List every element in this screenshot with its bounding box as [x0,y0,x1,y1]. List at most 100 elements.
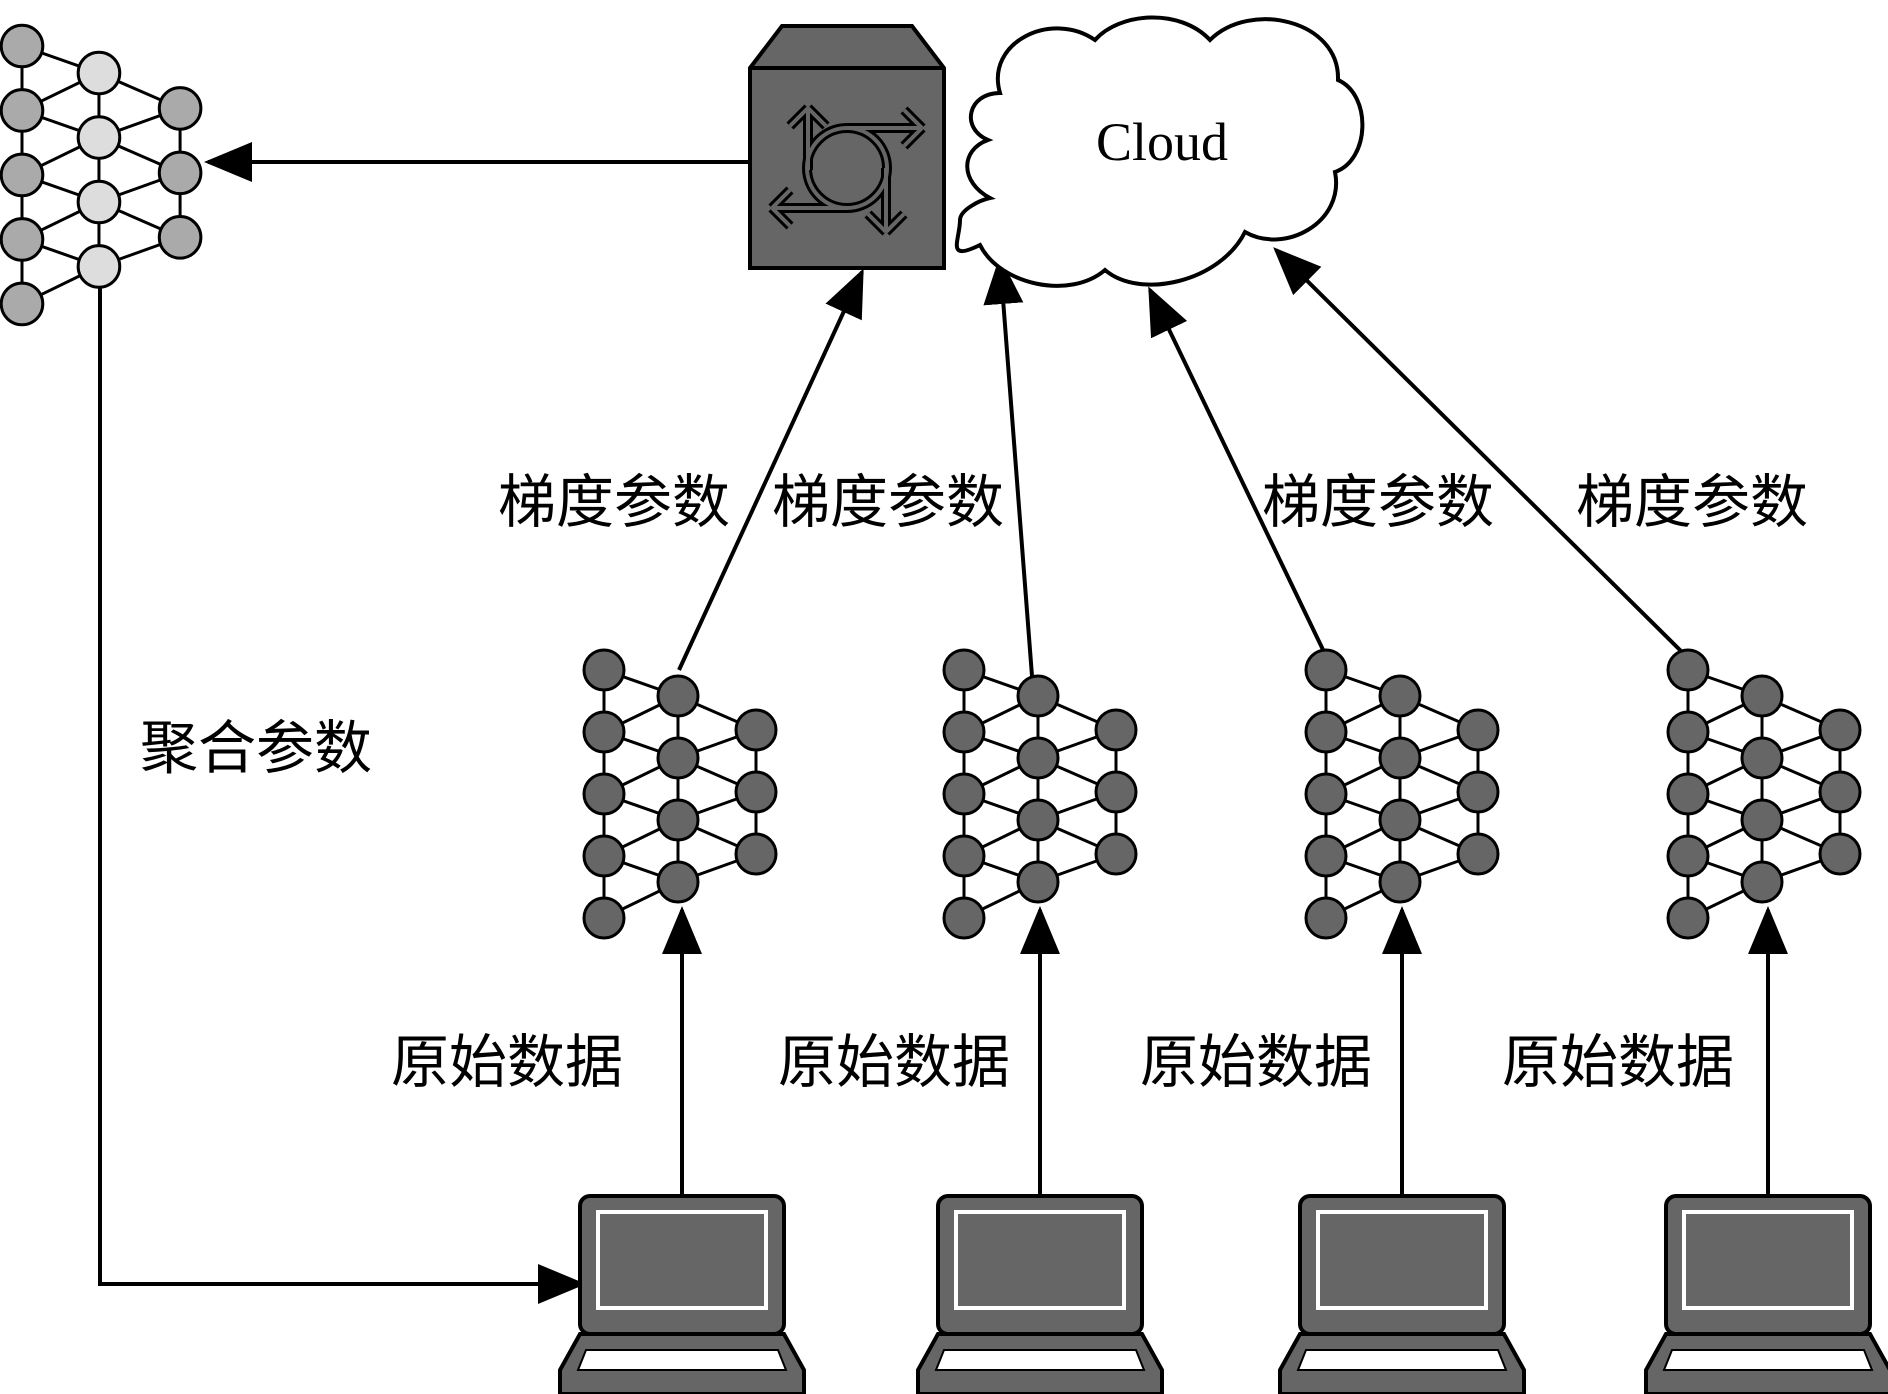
laptop-keyboard [1662,1349,1874,1371]
laptops [558,1194,1888,1394]
laptop-screen [954,1210,1126,1310]
network-node [1304,710,1348,754]
gradient-arrow-1 [677,268,864,671]
network-node [1740,860,1784,904]
laptop-keyboard [576,1349,788,1371]
router-icon [748,24,946,270]
network-node [582,896,626,940]
network-node [582,648,626,692]
labels: 梯度参数 梯度参数 梯度参数 梯度参数 原始数据 原始数据 原始数据 原始数据 … [140,468,1808,1096]
network-node [942,772,986,816]
network-node [1304,896,1348,940]
network-node [1094,770,1138,814]
network-node [1016,860,1060,904]
network-node [1818,832,1862,876]
network-node [1740,736,1784,780]
network-node [1666,710,1710,754]
laptop-icon-1 [558,1194,806,1394]
network-node [0,217,45,262]
network-node [942,834,986,878]
laptop-keyboard [934,1349,1146,1371]
laptop-icon-3 [1278,1194,1526,1394]
laptop-screen [1682,1210,1854,1310]
network-node [1016,736,1060,780]
network-node [656,798,700,842]
network-node [1456,708,1500,752]
raw-data-label-1: 原始数据 [391,1028,623,1096]
local-model-3-neural-network-icon [1304,648,1500,940]
network-node [1378,674,1422,718]
gradient-params-label-3: 梯度参数 [1262,468,1494,536]
network-node [582,834,626,878]
network-node [1094,832,1138,876]
network-node [1666,648,1710,692]
global-model-neural-network-icon [0,23,203,327]
gradient-arrow-3 [1148,286,1328,657]
network-node [1304,648,1348,692]
local-model-4-neural-network-icon [1666,648,1862,940]
network-node [76,179,122,225]
laptop-icon-4 [1644,1194,1888,1394]
network-node [0,88,45,133]
gradient-params-label-4: 梯度参数 [1576,468,1808,536]
network-node [157,150,203,196]
local-models [582,648,1862,940]
laptop-screen [1316,1210,1488,1310]
network-node [157,215,203,260]
network-node [1378,860,1422,904]
network-node [582,772,626,816]
network-node [0,23,45,69]
network-node [656,674,700,718]
gradient-arrow-2 [983,256,1034,677]
raw-data-label-4: 原始数据 [1502,1028,1734,1096]
gradient-params-label-2: 梯度参数 [772,468,1004,536]
network-node [1304,834,1348,878]
raw-data-label-3: 原始数据 [1140,1028,1372,1096]
network-node [1740,798,1784,842]
network-node [1016,674,1060,718]
network-node [1666,772,1710,816]
laptop-screen [596,1210,768,1310]
network-node [1016,798,1060,842]
network-node [734,708,778,752]
network-node [942,710,986,754]
global-model-network [0,23,203,327]
network-node [76,244,122,289]
network-node [656,736,700,780]
network-node [76,50,122,96]
network-node [734,832,778,876]
network-node [1456,770,1500,814]
network-node [157,86,203,131]
network-node [0,152,45,198]
aggregated-params-arrow [98,272,586,1304]
network-node [1666,834,1710,878]
network-node [76,115,122,160]
network-node [582,710,626,754]
network-node [1740,674,1784,718]
network-node [0,281,45,327]
gradient-arrow-4 [1273,247,1688,658]
local-model-2-neural-network-icon [942,648,1138,940]
network-node [1304,772,1348,816]
network-node [1378,798,1422,842]
network-node [1094,708,1138,752]
network-node [1666,896,1710,940]
network-node [1818,770,1862,814]
network-node [734,770,778,814]
network-node [1818,708,1862,752]
cloud-label: Cloud [1096,112,1228,172]
aggregated-params-label: 聚合参数 [140,714,372,782]
network-node [942,648,986,692]
laptop-keyboard [1296,1349,1508,1371]
network-node [1456,832,1500,876]
local-model-1-neural-network-icon [582,648,778,940]
gradient-params-label-1: 梯度参数 [498,468,730,536]
network-node [942,896,986,940]
network-node [656,860,700,904]
network-node [1378,736,1422,780]
raw-data-label-2: 原始数据 [778,1028,1010,1096]
connectors [98,142,1788,1304]
laptop-icon-2 [916,1194,1164,1394]
cloud-icon: Cloud [954,15,1365,288]
